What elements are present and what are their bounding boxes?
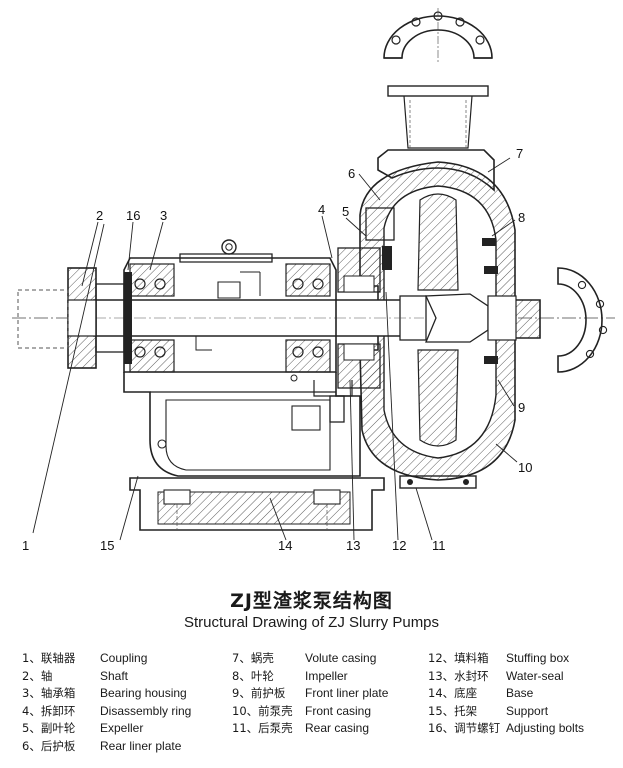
legend-column-1: 1、联轴器 Coupling 2、轴 Shaft 3、轴承箱 Bearing hous…	[22, 650, 191, 756]
callout-10: 10	[518, 460, 532, 475]
legend-en: Shaft	[100, 668, 129, 683]
legend-cn: 2、轴	[22, 668, 53, 683]
legend-cn: 6、后护板	[22, 738, 76, 753]
pump-structural-drawing: 1 2 16 3 4 5 6 7 8 9 10 11 12 13 14 15	[12, 8, 615, 553]
legend-item: 3、轴承箱 Bearing housing	[22, 685, 191, 703]
legend-item: 12、填料箱 Stuffing box	[428, 650, 584, 668]
legend-item: 2、轴 Shaft	[22, 668, 191, 686]
callout-16: 16	[126, 208, 140, 223]
legend-en: Front liner plate	[305, 686, 389, 701]
discharge-flange-top-view	[383, 8, 493, 150]
callout-6: 6	[348, 166, 355, 181]
support-bracket	[123, 372, 361, 477]
legend-en: Front casing	[305, 703, 372, 718]
legend-en: Support	[506, 703, 549, 718]
callout-13: 13	[346, 538, 360, 553]
callout-labels: 1 2 16 3 4 5 6 7 8 9 10 11 12 13 14 15	[22, 146, 532, 553]
legend-en: Coupling	[100, 651, 148, 665]
suction-flange-side-view	[557, 267, 608, 373]
legend-cn: 15、托架	[428, 703, 478, 718]
callout-4: 4	[318, 202, 325, 217]
legend-cn: 13、水封环	[428, 668, 489, 683]
shaft	[93, 295, 427, 341]
legend-en: Volute casing	[305, 651, 377, 665]
callout-1: 1	[22, 538, 29, 553]
legend-item: 8、叶轮 Impeller	[232, 668, 388, 686]
legend-item: 4、拆卸环 Disassembly ring	[22, 703, 191, 721]
legend-item: 5、副叶轮 Expeller	[22, 720, 191, 738]
leader-lines	[32, 157, 518, 541]
title-english: Structural Drawing of ZJ Slurry Pumps	[183, 614, 440, 631]
legend-cn: 8、叶轮	[232, 668, 274, 683]
callout-2: 2	[96, 208, 103, 223]
callout-3: 3	[160, 208, 167, 223]
legend-item: 9、前护板 Front liner plate	[232, 685, 388, 703]
legend-cn: 16、调节螺钉	[428, 721, 501, 736]
volute-casing	[359, 149, 541, 489]
legend-cn: 1、联轴器	[22, 651, 76, 665]
legend-item: 10、前泵壳 Front casing	[232, 703, 388, 721]
legend-cn: 14、底座	[428, 686, 478, 701]
bearing-housing	[123, 239, 337, 382]
legend-en: Impeller	[305, 668, 348, 683]
legend-en: Adjusting bolts	[506, 721, 585, 736]
legend-item: 6、后护板 Rear liner plate	[22, 738, 191, 756]
callout-12: 12	[392, 538, 406, 553]
legend-item: 14、底座 Base	[428, 685, 584, 703]
callout-5: 5	[342, 204, 349, 219]
stuffing-box	[313, 207, 395, 423]
legend-item: 11、后泵壳 Rear casing	[232, 720, 388, 738]
legend-cn: 12、填料箱	[428, 651, 489, 665]
legend-item: 1、联轴器 Coupling	[22, 650, 191, 668]
callout-14: 14	[278, 538, 292, 553]
legend-en: Stuffing box	[506, 651, 570, 665]
legend-en: Rear liner plate	[100, 738, 182, 753]
title-chinese: ZJ型渣浆泵结构图	[230, 590, 393, 612]
legend-en: Expeller	[100, 721, 144, 736]
legend-cn: 10、前泵壳	[232, 703, 293, 718]
legend-cn: 3、轴承箱	[22, 686, 76, 701]
legend-item: 16、调节螺钉 Adjusting bolts	[428, 720, 584, 738]
legend-cn: 7、蜗壳	[232, 651, 274, 665]
callout-8: 8	[518, 210, 525, 225]
legend-cn: 9、前护板	[232, 686, 286, 701]
legend-item: 15、托架 Support	[428, 703, 584, 721]
legend-cn: 4、拆卸环	[22, 703, 76, 718]
callout-7: 7	[516, 146, 523, 161]
legend-column-2: 7、蜗壳 Volute casing 8、叶轮 Impeller 9、前护板 Fron…	[232, 650, 388, 738]
legend-en: Water-seal	[506, 668, 564, 683]
legend-cn: 5、副叶轮	[22, 721, 76, 736]
legend-en: Base	[506, 686, 534, 701]
base	[129, 477, 385, 531]
legend-item: 7、蜗壳 Volute casing	[232, 650, 388, 668]
callout-15: 15	[100, 538, 114, 553]
legend-en: Bearing housing	[100, 686, 187, 701]
legend-en: Disassembly ring	[100, 703, 192, 718]
legend-cn: 11、后泵壳	[232, 721, 293, 736]
legend-en: Rear casing	[305, 721, 370, 736]
callout-11: 11	[432, 538, 446, 553]
legend-item: 13、水封环 Water-seal	[428, 668, 584, 686]
legend-column-3: 12、填料箱 Stuffing box 13、水封环 Water-seal 14、底…	[428, 650, 584, 738]
callout-9: 9	[518, 400, 525, 415]
